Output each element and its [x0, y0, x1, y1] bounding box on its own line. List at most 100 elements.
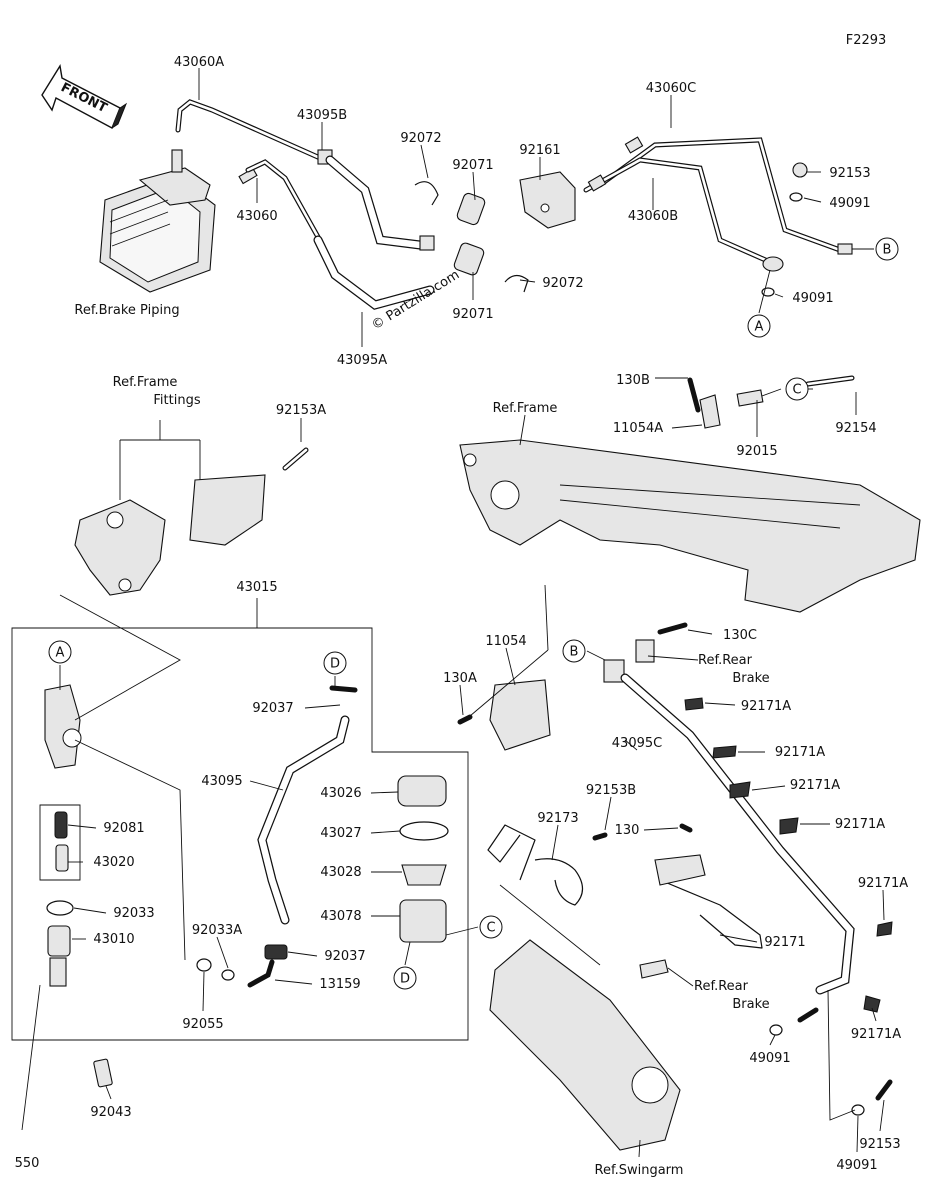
frame-fittings-illustration [74, 420, 309, 596]
reference-circle [323, 651, 347, 675]
part-label: Ref.Swingarm [595, 1163, 684, 1178]
part-label: 43015 [236, 580, 277, 595]
rear-brake-hose-area [457, 622, 893, 1116]
part-label: 130B [616, 373, 650, 388]
reference-circle [875, 237, 899, 261]
reference-circles: A A B B C C D D [48, 237, 899, 990]
frame-illustration [459, 375, 921, 613]
part-label: 43060B [628, 209, 678, 224]
part-label: 92153B [586, 783, 636, 798]
reference-marker: A [747, 314, 771, 338]
part-label: 130A [443, 671, 477, 686]
part-label: 92037 [252, 701, 293, 716]
part-label: Ref.Frame [493, 401, 558, 416]
part-label: 92033A [192, 923, 242, 938]
part-label: 92161 [519, 143, 560, 158]
front-direction-arrow: FRONT [41, 64, 128, 129]
part-label: 92072 [542, 276, 583, 291]
part-label: 92153A [276, 403, 326, 418]
part-label: 92015 [736, 444, 777, 459]
part-label: 49091 [749, 1051, 790, 1066]
reservoir-parts [196, 685, 449, 988]
part-label: Brake [732, 997, 769, 1012]
part-label: Ref.Brake Piping [74, 303, 179, 318]
part-label: 43010 [93, 932, 134, 947]
part-label: 92037 [324, 949, 365, 964]
part-label: 43078 [320, 909, 361, 924]
reference-letter: B [570, 645, 579, 660]
leader-lines [59, 68, 885, 1158]
part-label: 92153 [829, 166, 870, 181]
reference-letter: A [56, 646, 65, 661]
part-label: 92154 [835, 421, 876, 436]
reference-letter: A [755, 320, 764, 335]
part-label: 43027 [320, 826, 361, 841]
reference-marker: B [562, 639, 586, 663]
part-label: 92171A [775, 745, 825, 760]
part-label: Ref.Rear [698, 653, 753, 668]
reference-letter: C [792, 383, 801, 398]
reference-marker: D [393, 966, 417, 990]
part-label: 92072 [400, 131, 441, 146]
part-label: 92071 [452, 158, 493, 173]
part-label: 43060A [174, 55, 224, 70]
part-label: 49091 [836, 1158, 877, 1173]
reference-marker: A [48, 640, 72, 664]
part-label: 92173 [537, 811, 578, 826]
part-label: 43026 [320, 786, 361, 801]
reference-circle [479, 915, 503, 939]
part-label: 92171A [851, 1027, 901, 1042]
part-label: 43020 [93, 855, 134, 870]
part-label: 92081 [103, 821, 144, 836]
reference-circle [785, 377, 809, 401]
part-label: Ref.Rear [694, 979, 749, 994]
damper-and-clamp-parts [414, 162, 808, 297]
reference-letter: B [883, 243, 892, 258]
reference-circle [747, 314, 771, 338]
part-label: 11054 [485, 634, 526, 649]
part-label: 92071 [452, 307, 493, 322]
reference-marker: C [785, 377, 809, 401]
part-label: 92171A [741, 699, 791, 714]
part-label: 43095C [612, 736, 662, 751]
reference-marker: D [323, 651, 347, 675]
abs-unit-illustration [99, 149, 258, 293]
part-label: 13159 [319, 977, 360, 992]
part-label: 43095A [337, 353, 387, 368]
reference-marker: C [479, 915, 503, 939]
part-label: 92033 [113, 906, 154, 921]
reference-circle [562, 639, 586, 663]
part-label: 92043 [90, 1105, 131, 1120]
part-label: 92171A [790, 778, 840, 793]
reference-letter: D [330, 657, 340, 672]
part-label: 43095B [297, 108, 347, 123]
part-label: 43028 [320, 865, 361, 880]
part-label: 92153 [859, 1137, 900, 1152]
part-number-labels: 43060A43095B92072920719216143060C9215349… [15, 55, 909, 1178]
reference-circle [48, 640, 72, 664]
part-label: Ref.Frame [113, 375, 178, 390]
part-label: 49091 [829, 196, 870, 211]
part-label: 92171 [764, 935, 805, 950]
brake-hoses-top [313, 155, 435, 310]
part-label: 43060 [236, 209, 277, 224]
part-label: 92055 [182, 1017, 223, 1032]
pedal-and-swingarm [487, 823, 763, 1151]
part-label: 550 [15, 1156, 40, 1171]
part-label: 92171A [835, 817, 885, 832]
part-label: 130 [615, 823, 640, 838]
reference-letter: D [400, 972, 410, 987]
part-label: 92171A [858, 876, 908, 891]
part-label: 43060C [646, 81, 696, 96]
reference-marker: B [875, 237, 899, 261]
part-label: 49091 [792, 291, 833, 306]
part-label: 43095 [201, 774, 242, 789]
master-cylinder-kit-outline [11, 598, 469, 1041]
diagram-code: F2293 [846, 33, 887, 48]
part-label: 130C [723, 628, 757, 643]
reference-letter: C [486, 921, 495, 936]
part-label: Fittings [153, 393, 200, 408]
master-cylinder-parts [21, 684, 113, 1131]
